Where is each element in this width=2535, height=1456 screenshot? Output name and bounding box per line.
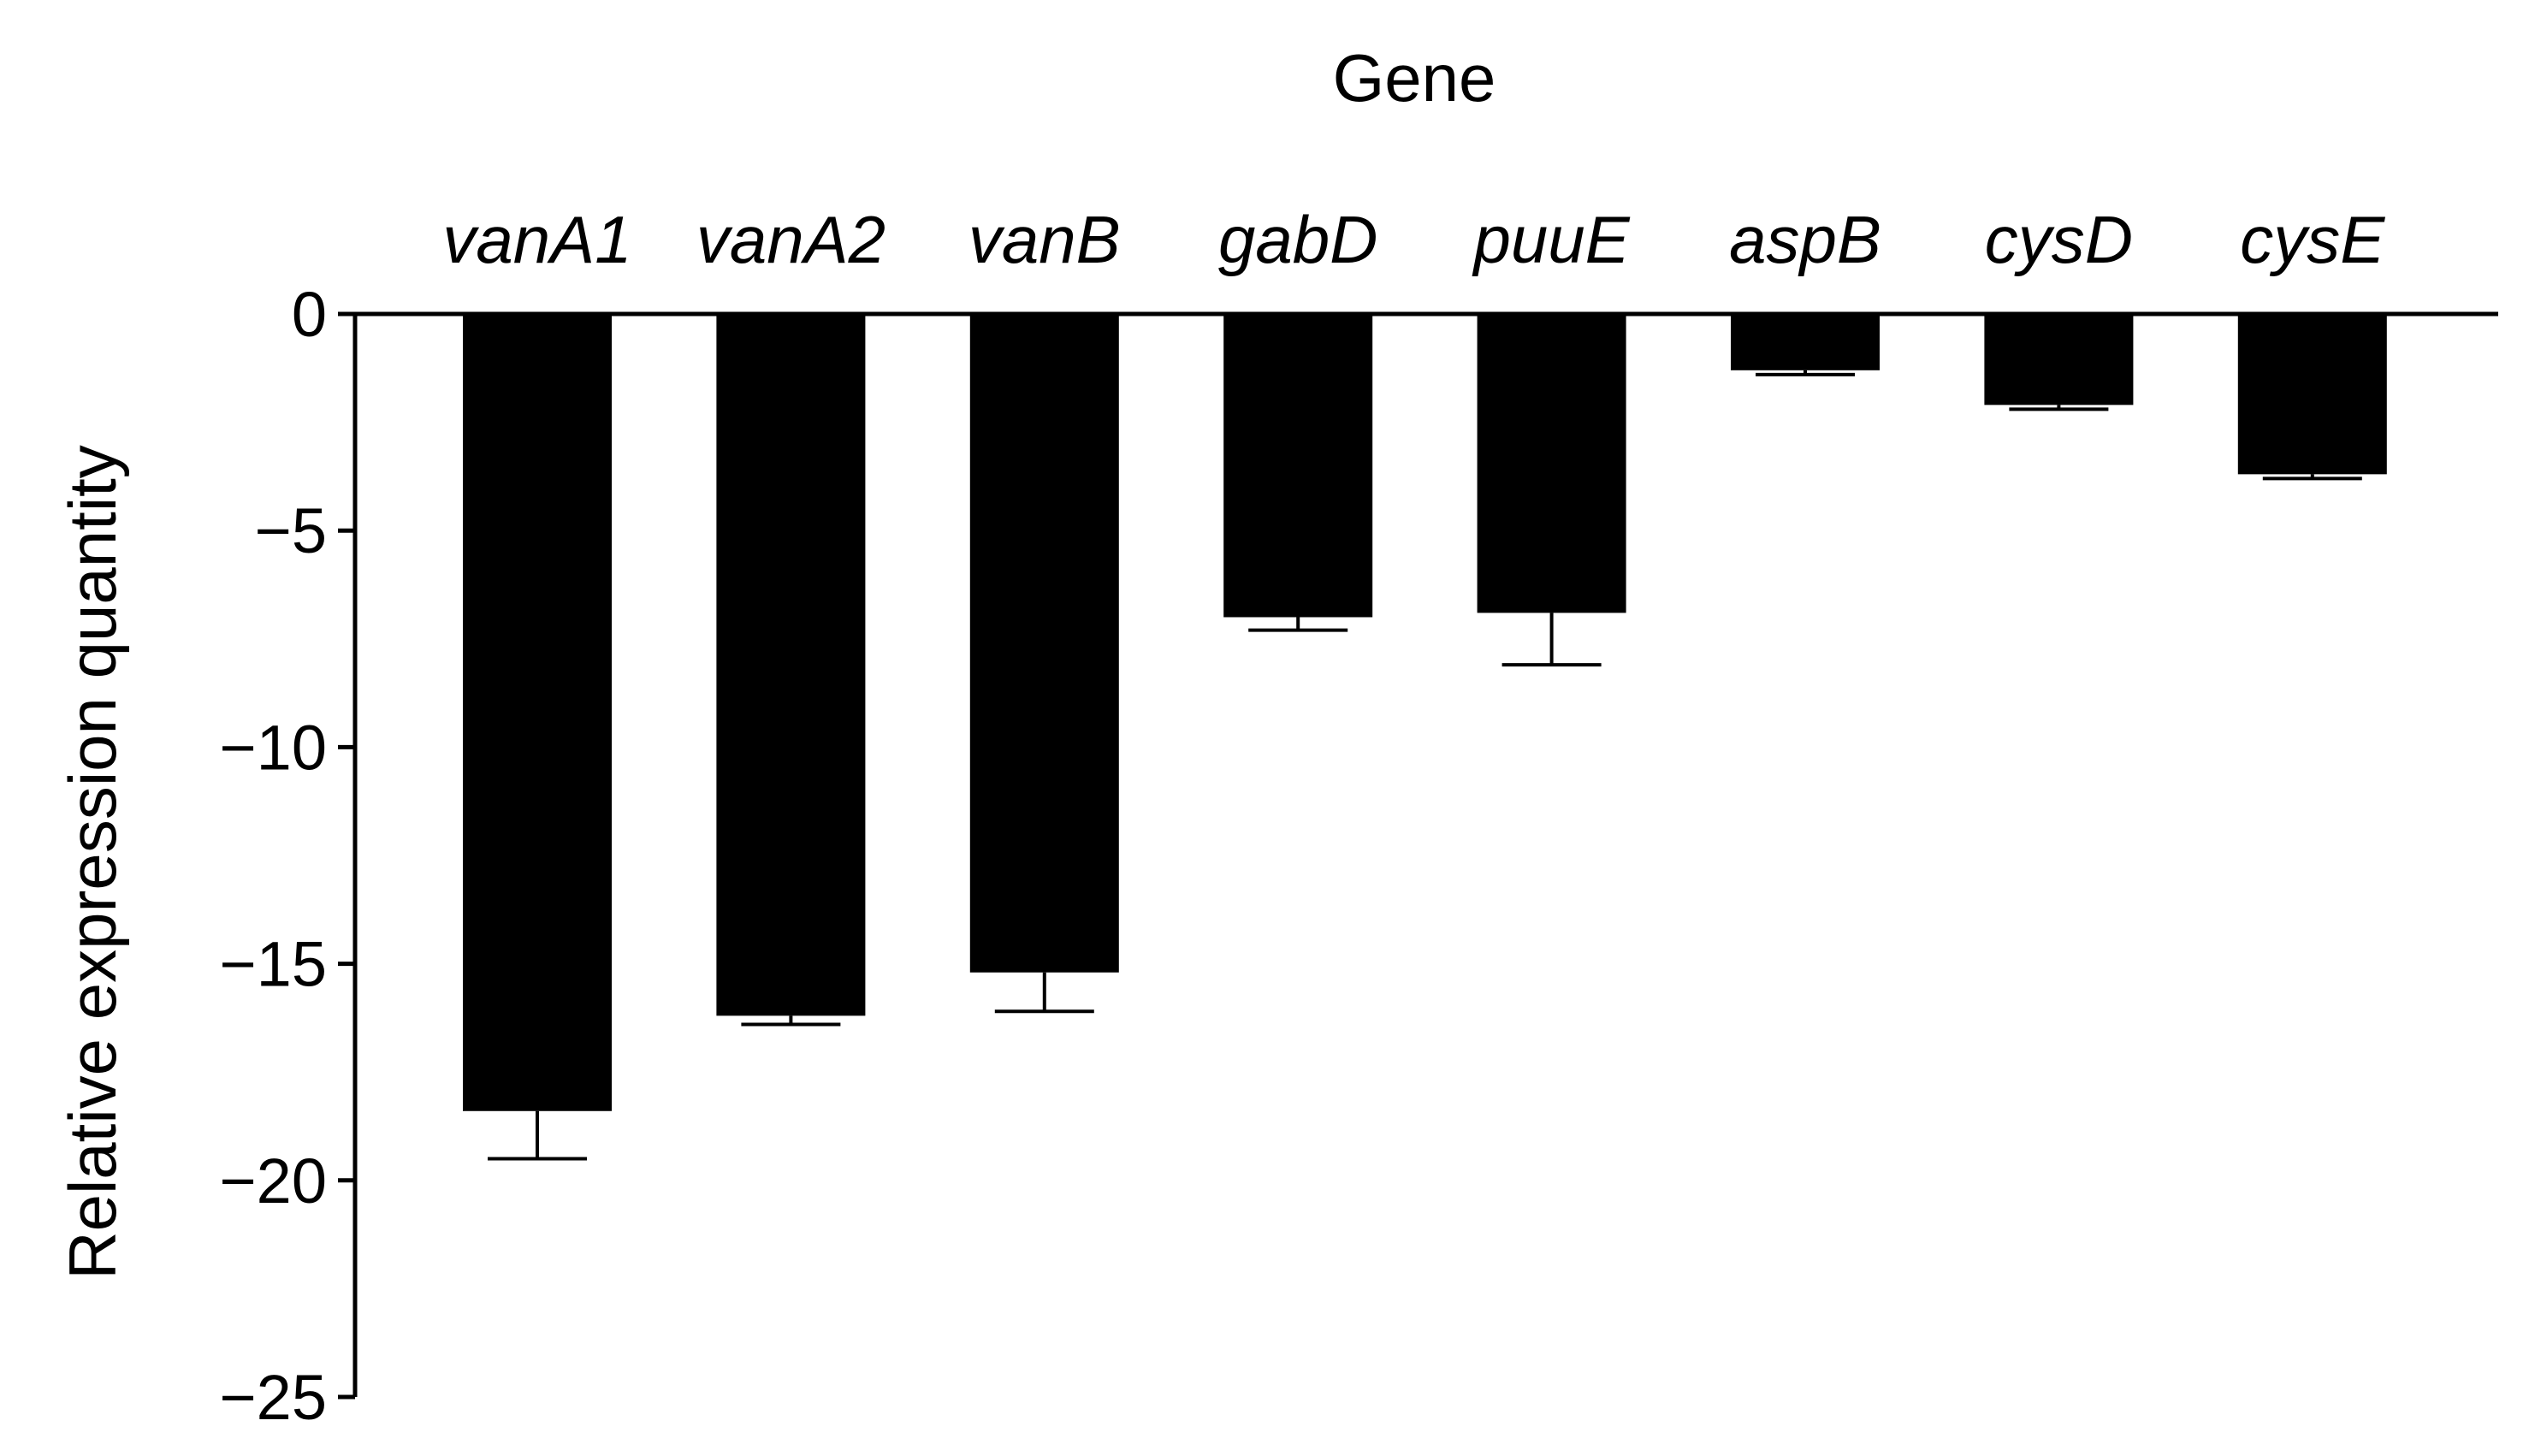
y-tick-group: 0 −5 −10 −15 −20 −25: [219, 279, 355, 1433]
y-tick-label: −5: [255, 495, 327, 566]
category-label-puuE: puuE: [1472, 202, 1631, 277]
category-label-group: vanA1 vanA2 vanB gabD puuE aspB cysD cysE: [442, 202, 2385, 277]
bar-aspB: [1731, 314, 1880, 370]
category-label-cysD: cysD: [1985, 202, 2133, 277]
category-label-aspB: aspB: [1729, 202, 1881, 277]
bar-vanA2: [716, 314, 866, 1016]
category-label-gabD: gabD: [1218, 202, 1377, 277]
category-label-cysE: cysE: [2240, 202, 2385, 277]
bar-vanB: [969, 314, 1119, 973]
category-label-vanA2: vanA2: [696, 202, 885, 277]
bar-vanA1: [463, 314, 612, 1111]
y-tick-label: −15: [219, 929, 327, 1000]
category-label-vanB: vanB: [968, 202, 1121, 277]
y-tick-label: −10: [219, 712, 327, 783]
y-axis-title: Relative expression quantity: [55, 445, 130, 1280]
bar-cysE: [2237, 314, 2387, 475]
bar-puuE: [1477, 314, 1626, 613]
y-tick-label: −25: [219, 1362, 327, 1433]
bar-gabD: [1223, 314, 1373, 618]
y-tick-label: −20: [219, 1145, 327, 1216]
error-bar-group: [488, 370, 2362, 1161]
bar-group: [463, 314, 2387, 1111]
x-axis-title: Gene: [1333, 40, 1496, 115]
category-label-vanA1: vanA1: [442, 202, 631, 277]
bar-cysD: [1984, 314, 2134, 405]
y-tick-label: 0: [292, 279, 327, 350]
